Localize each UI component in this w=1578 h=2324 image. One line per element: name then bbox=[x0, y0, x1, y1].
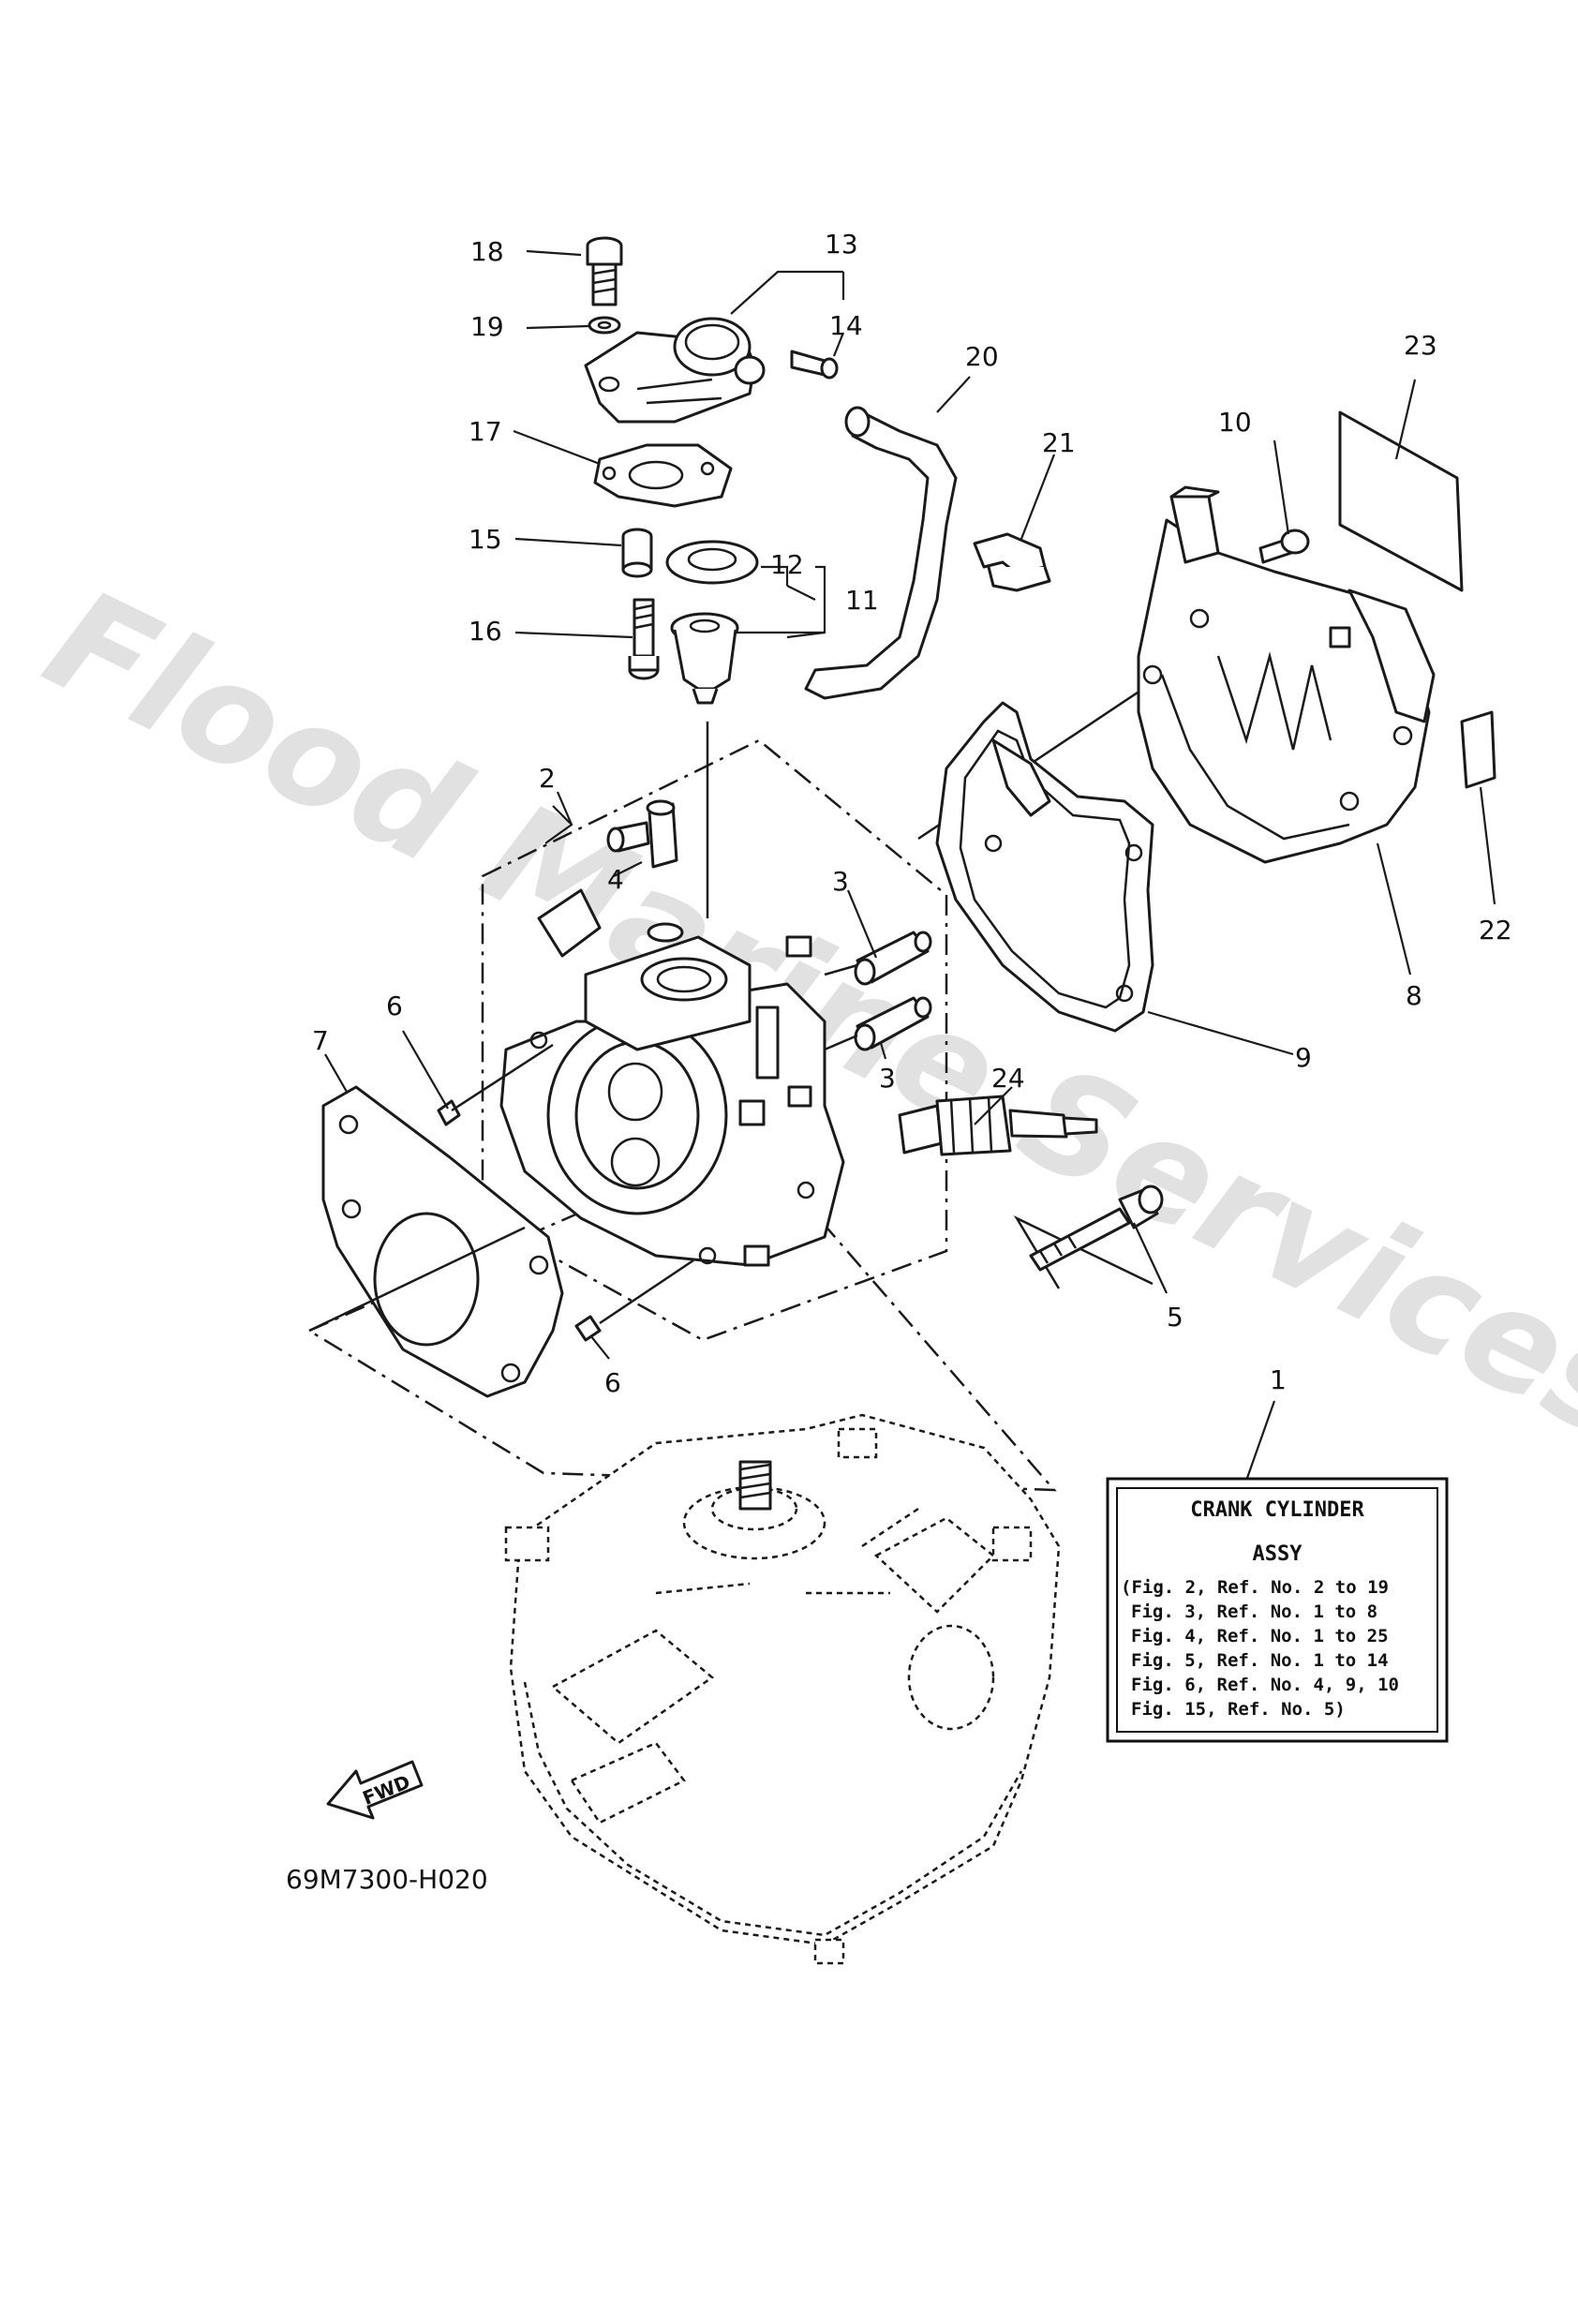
collar-15 bbox=[621, 528, 653, 578]
leader-lines bbox=[324, 249, 1496, 1482]
callout-18: 18 bbox=[470, 236, 504, 267]
assy-title-line2: ASSY bbox=[1253, 1542, 1303, 1566]
callout-22: 22 bbox=[1479, 915, 1512, 946]
callout-3-lower: 3 bbox=[879, 1063, 896, 1094]
callout-4: 4 bbox=[607, 864, 624, 895]
intake-cover-8 bbox=[1137, 485, 1436, 864]
assy-ref-3: Fig. 4, Ref. No. 1 to 25 bbox=[1131, 1626, 1389, 1646]
callout-23: 23 bbox=[1404, 330, 1437, 361]
sleeve-3-upper bbox=[854, 931, 932, 986]
thermostat-cover bbox=[584, 317, 766, 424]
fitting-4 bbox=[606, 799, 678, 869]
callout-5: 5 bbox=[1167, 1302, 1184, 1333]
assy-reference-box: CRANK CYLINDER ASSY (Fig. 2, Ref. No. 2 … bbox=[1106, 1477, 1449, 1743]
callout-14: 14 bbox=[829, 310, 863, 341]
screw-14 bbox=[790, 350, 839, 380]
sleeve-3-lower bbox=[854, 996, 932, 1051]
callout-10: 10 bbox=[1218, 407, 1252, 438]
assy-ref-2: Fig. 3, Ref. No. 1 to 8 bbox=[1131, 1601, 1377, 1622]
callout-20: 20 bbox=[965, 341, 999, 372]
callout-11: 11 bbox=[845, 585, 879, 616]
callout-3-upper: 3 bbox=[832, 866, 849, 897]
callout-1: 1 bbox=[1270, 1364, 1287, 1395]
diagram-code: 69M7300-H020 bbox=[286, 1864, 488, 1895]
seal-12 bbox=[665, 540, 759, 585]
callout-8: 8 bbox=[1406, 980, 1422, 1011]
thermostat-11 bbox=[670, 612, 739, 705]
hose-20 bbox=[804, 410, 958, 700]
crankcase-block bbox=[504, 1413, 1061, 1965]
callout-7: 7 bbox=[312, 1025, 329, 1056]
callout-21: 21 bbox=[1042, 427, 1076, 458]
dowel-pin-lower bbox=[574, 1315, 602, 1342]
callout-6-lower: 6 bbox=[604, 1367, 621, 1398]
assy-ref-5: Fig. 6, Ref. No. 4, 9, 10 bbox=[1131, 1675, 1399, 1695]
bolt-10 bbox=[1258, 529, 1310, 564]
bolt-16 bbox=[628, 598, 660, 680]
cylinder-head bbox=[499, 888, 845, 1267]
callout-13: 13 bbox=[825, 229, 858, 260]
gasket-17 bbox=[593, 443, 733, 508]
dowel-pin-upper bbox=[437, 1099, 461, 1126]
label-plate-23 bbox=[1338, 410, 1464, 592]
callout-15: 15 bbox=[469, 524, 502, 555]
bolt-5 bbox=[1029, 1184, 1164, 1272]
washer-19 bbox=[588, 316, 621, 335]
assy-ref-6: Fig. 15, Ref. No. 5) bbox=[1131, 1699, 1346, 1720]
callout-6-upper: 6 bbox=[386, 991, 403, 1021]
callout-19: 19 bbox=[470, 311, 504, 342]
assy-title-line1: CRANK CYLINDER bbox=[1190, 1498, 1364, 1522]
fwd-arrow-icon: FWD bbox=[326, 1760, 424, 1820]
hose-clip-21 bbox=[973, 532, 1051, 592]
spark-plug-24 bbox=[898, 1095, 1098, 1156]
head-gasket bbox=[321, 1085, 564, 1398]
label-22 bbox=[1460, 710, 1496, 789]
callout-16: 16 bbox=[469, 616, 502, 647]
callout-17: 17 bbox=[469, 416, 502, 447]
assy-ref-1: (Fig. 2, Ref. No. 2 to 19 bbox=[1121, 1577, 1389, 1598]
intake-gasket-9 bbox=[935, 701, 1154, 1033]
callout-9: 9 bbox=[1295, 1042, 1312, 1073]
callout-24: 24 bbox=[991, 1063, 1025, 1094]
callout-labels: 1 2 3 3 4 5 6 6 7 8 9 10 11 12 13 14 15 … bbox=[312, 229, 1512, 1398]
callout-2: 2 bbox=[539, 763, 556, 794]
bolt-18 bbox=[586, 236, 623, 306]
callout-12: 12 bbox=[770, 549, 804, 580]
assy-ref-4: Fig. 5, Ref. No. 1 to 14 bbox=[1131, 1650, 1389, 1671]
